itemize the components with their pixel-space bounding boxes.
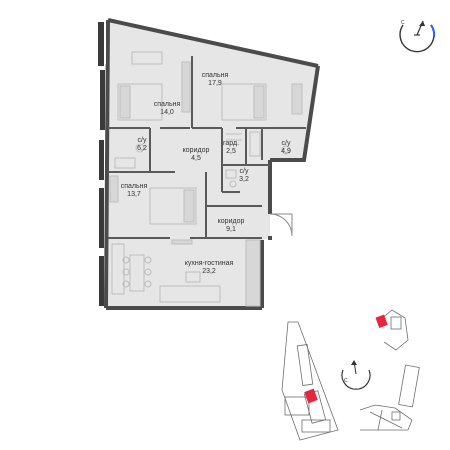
compass-top-letter: С	[401, 20, 405, 26]
north-arrow-icon	[399, 20, 436, 53]
north-arrow-icon	[341, 360, 371, 390]
floor-area	[106, 20, 318, 308]
room-wardrobe-2-5: гард.2,5	[222, 140, 240, 155]
bed-icon	[221, 83, 267, 121]
site-map	[281, 309, 420, 441]
left-facade-windows	[98, 22, 106, 306]
bed-icon	[149, 187, 197, 225]
compass-site-letter: С	[344, 378, 348, 384]
current-building-marker	[375, 314, 388, 329]
furniture	[109, 51, 303, 307]
current-section-marker	[304, 388, 318, 404]
interior-walls	[108, 56, 306, 239]
outer-walls	[104, 18, 320, 310]
bed-icon	[117, 83, 163, 121]
entrance-door	[269, 213, 293, 237]
